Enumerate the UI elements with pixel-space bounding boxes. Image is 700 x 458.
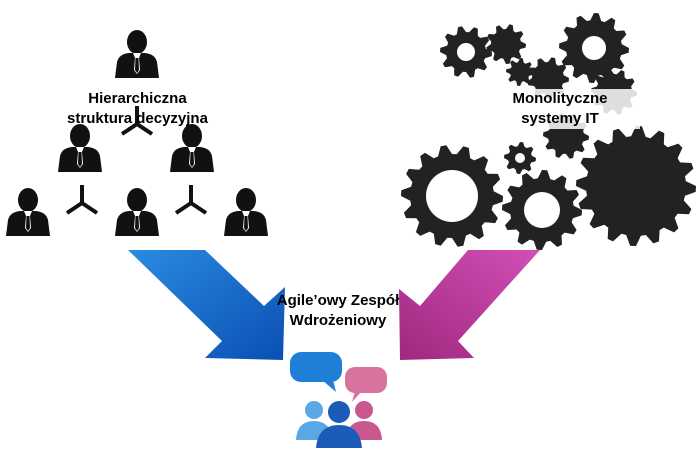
hierarchy-label-line2: struktura decyzyjna (67, 110, 208, 127)
agile-team-label: Agile’owy Zespół Wdrożeniowy (258, 291, 418, 331)
hierarchy-label-line1: Hierarchiczna (88, 90, 187, 107)
left-arrow (128, 250, 285, 360)
person-icon (58, 124, 102, 172)
connector-icon (174, 183, 208, 215)
monolith-label: Monolityczne systemy IT (480, 89, 640, 129)
gear-icon (527, 57, 569, 99)
gear-icon (506, 58, 534, 86)
agile-team-label-line2: Wdrożeniowy (289, 312, 387, 329)
gears-icon (401, 13, 696, 250)
team-chat-icon (290, 352, 387, 448)
gear-hole (426, 170, 478, 222)
gear-hole (582, 36, 606, 60)
right-arrow (399, 250, 540, 360)
person-icon (170, 124, 214, 172)
connector-icon (65, 183, 99, 215)
agile-team-label-line1: Agile’owy Zespół (276, 292, 400, 309)
monolith-label-line1: Monolityczne (512, 90, 608, 107)
gear-icon (486, 24, 526, 64)
person-icon (115, 30, 159, 78)
person-icon (224, 188, 268, 236)
gear-icon (576, 126, 696, 246)
person-icon (6, 188, 50, 236)
gear-hole (524, 192, 560, 228)
monolith-label-line2: systemy IT (521, 110, 599, 127)
gear-hole (457, 43, 475, 61)
person-icon (115, 188, 159, 236)
gear-hole (515, 153, 525, 163)
org-hierarchy-icon (6, 30, 268, 236)
hierarchy-label: Hierarchiczna struktura decyzyjna (50, 89, 225, 129)
